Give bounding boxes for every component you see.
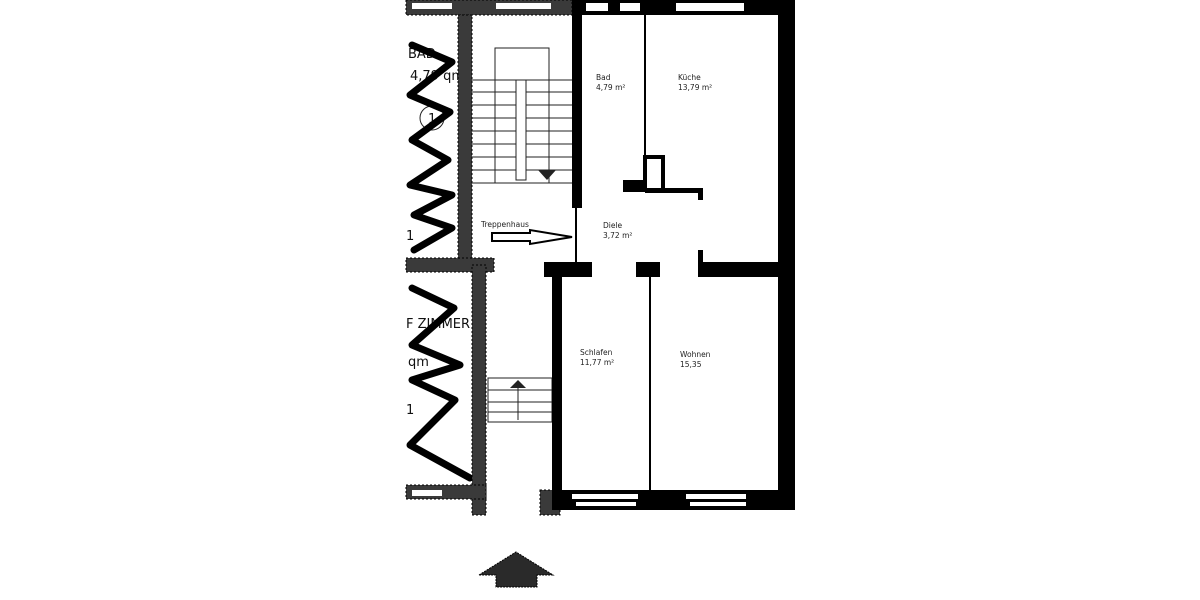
stair-up-arrow-icon [510,380,526,388]
room-area: 15,35 [680,360,702,369]
room-name: Schlafen [580,348,613,357]
staircase-upper [472,47,572,184]
room-wohnen: Wohnen 15,35 [680,350,711,369]
apartment-walls [544,0,795,510]
entrance-arrow-icon [491,228,573,246]
room-name: Diele [603,221,623,230]
room-kueche: Küche 13,79 m² [678,73,712,92]
room-bad: Bad 4,79 m² [596,73,625,92]
staircase-lower [487,377,553,423]
scribble-redaction-bottom [406,284,474,482]
neighbor-apartment-redacted: BAD 4,79 qm 1 1 F ZIMMER qm 1 [406,41,474,482]
neighbor-marker: 1 [428,112,436,127]
neighbor-marker-3: 1 [406,403,414,418]
scribble-redaction-top [406,41,456,254]
stair-direction-icon [538,170,556,180]
stairwell-label: Treppenhaus [480,220,529,229]
neighbor-marker-2: 1 [406,229,414,244]
room-area: 11,77 m² [580,358,614,367]
room-area: 13,79 m² [678,83,712,92]
room-diele: Diele 3,72 m² [603,221,632,240]
room-area: 4,79 m² [596,83,625,92]
neighbor-area-label-2: qm [408,355,429,370]
room-name: Küche [678,73,701,82]
room-area: 3,72 m² [603,231,632,240]
room-name: Wohnen [680,350,711,359]
room-schlafen: Schlafen 11,77 m² [580,348,614,367]
building-entrance-arrow-icon [477,551,555,588]
room-name: Bad [596,73,611,82]
